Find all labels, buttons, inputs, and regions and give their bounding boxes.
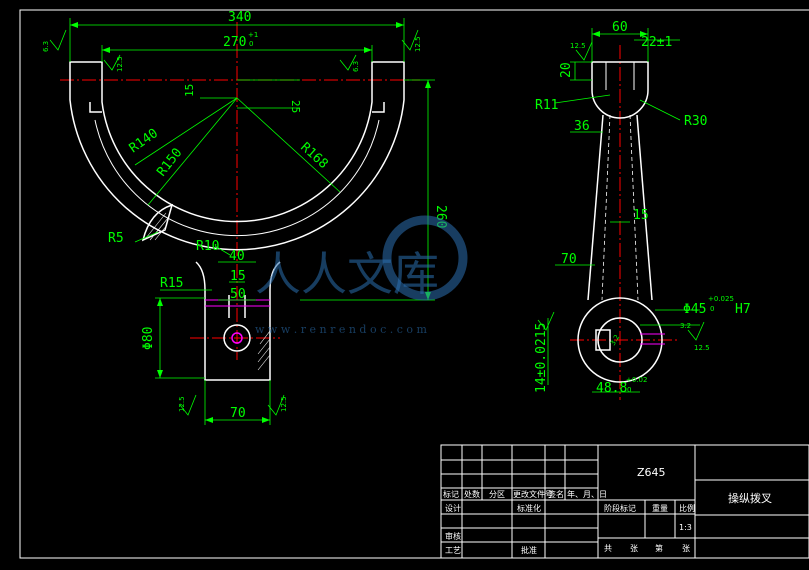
dim-bore-fit: H7 [735,302,751,317]
side-roughness-3: 12.5 [694,344,710,352]
tb-header-5: 年、月、日 [567,489,607,499]
tb-stage-mark: 阶段标记 [604,503,636,513]
tb-process: 工艺 [445,546,461,555]
tb-sheet-no: 第 [655,543,663,553]
tb-header-2: 分区 [489,490,505,499]
dim-h20: 20 [559,62,574,78]
lever-hidden-lines [601,114,639,301]
side-roughness-2: 3.2 [680,322,691,330]
side-roughness-1: 12.5 [570,42,586,50]
side-dimension-lines [547,28,700,393]
front-view: 340 270 +1 0 15 25 R140 R150 R168 R5 R10… [42,10,448,425]
watermark-url: w w w . r e n r e n d o c . c o m [255,323,427,336]
dim-slot-40: 40 [229,249,245,264]
watermark-logo-text: 人人文库 [255,247,439,301]
dim-r11: R11 [535,98,558,113]
tb-header-4: 签名 [548,489,564,499]
tb-header-0: 标记 [443,489,459,499]
front-arrows [70,22,431,423]
dim-r5: R5 [108,231,124,246]
dim-key-depth-tol-lower: 0 [627,386,631,394]
title-block-text: Z645 操纵拨叉 标记 处数 分区 更改文件号 签名 年、月、日 设计 标准化… [443,466,772,555]
dim-slot-50: 50 [230,287,246,302]
roughness-3: 12.5 [116,56,124,72]
roughness-2: 12.5 [414,36,422,52]
front-hatch [145,212,271,371]
front-roughness-symbols [49,29,419,416]
dim-offset-15: 15 [183,84,196,97]
tb-part-name: 操纵拨叉 [728,491,772,505]
tb-code: Z645 [637,466,666,479]
dim-key-depth: 48.8 [596,381,627,396]
dim-key-depth-tol-upper: +0.02 [626,376,647,384]
dim-bore: Φ45 [683,302,706,317]
drawing-border [19,9,809,559]
dim-r150: R150 [154,146,185,180]
dim-bore-tol-upper: +0.025 [708,295,734,303]
roughness-1: 6.3 [42,41,50,52]
dim-w15: 15 [633,208,649,223]
tb-design: 设计 [445,503,461,513]
dim-inner-width-tol-lower: 0 [249,40,253,48]
side-roughness-symbols [537,41,705,341]
side-view: 60 22±1 20 R11 R30 36 15 70 Φ45 +0.025 0… [534,20,751,400]
front-dimension-lines [69,18,435,425]
tb-sheet: 张 [682,544,690,553]
title-block [440,444,809,559]
tb-sheets: 张 [630,544,638,553]
tb-weight: 重量 [652,503,668,513]
tb-header-1: 处数 [464,489,480,499]
dim-bore-tol-lower: 0 [710,305,714,313]
fork-outline [69,61,405,381]
dim-phi80: Φ80 [141,327,156,350]
tb-review: 审核 [445,531,461,541]
dim-top-60: 60 [612,20,628,35]
roughness-5: 12.5 [178,396,186,412]
lever-outline [577,61,663,383]
front-centerlines [60,22,420,360]
dim-r168: R168 [297,140,330,172]
dim-base-70: 70 [230,406,246,421]
dim-inner-width: 270 [223,35,246,50]
dim-inner-width-tol-upper: +1 [248,31,258,39]
roughness-6: 12.5 [280,396,288,412]
tb-total: 共 [604,544,612,553]
side-arrows [592,31,648,37]
tb-scale: 1:3 [679,523,692,532]
watermark: 人人文库 w w w . r e n r e n d o c . c o m [255,215,468,336]
tb-standard: 标准化 [517,503,541,513]
dim-w36: 36 [574,119,590,134]
dim-w70: 70 [561,252,577,267]
dim-top-22: 22±1 [641,35,672,50]
tb-header-3: 更改文件号 [513,489,553,499]
tb-scale-label: 比例 [679,503,695,513]
dim-slot-15: 15 [230,269,246,284]
roughness-4: 6.3 [352,61,360,72]
dim-overall-width: 340 [228,10,251,25]
dim-r10: R10 [196,239,219,254]
dim-r30: R30 [684,114,707,129]
dim-offset-25: 25 [289,100,302,113]
tb-approve: 批准 [521,545,537,555]
dim-r15: R15 [160,276,183,291]
dim-key-width: 14±0.0215 [534,323,549,393]
